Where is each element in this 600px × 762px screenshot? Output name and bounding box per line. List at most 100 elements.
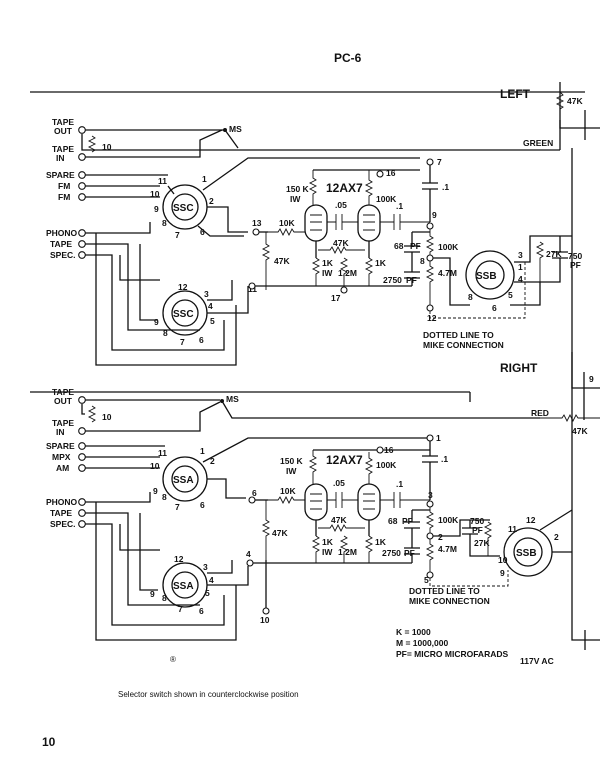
left-node-17: 17 — [331, 293, 341, 303]
right-tube-label: 12AX7 — [326, 453, 363, 467]
right-node-10: 10 — [260, 615, 270, 625]
right-c2750-label: 2750 — [382, 548, 401, 558]
svg-text:4: 4 — [518, 274, 523, 284]
left-r47k-grid-symbol — [261, 232, 271, 290]
left-input-spec-label: SPEC. — [50, 250, 76, 260]
right-r47m-label: 4.7M — [438, 544, 457, 554]
right-ms-label: MS — [226, 394, 239, 404]
right-spare-jack[interactable] — [78, 442, 86, 450]
right-tape-in-label-2: IN — [56, 427, 65, 437]
svg-text:10: 10 — [498, 555, 508, 565]
left-phono-jack[interactable] — [78, 229, 86, 237]
right-r100k-b-symbol — [425, 507, 435, 533]
left-input-phono-label: PHONO — [46, 228, 78, 238]
right-r150k-label: 150 K — [280, 456, 304, 466]
svg-text:SSA: SSA — [173, 581, 194, 592]
right-tape-in-jack[interactable] — [78, 427, 86, 435]
left-c2750-label: 2750 — [383, 275, 402, 285]
left-c68-label: 68 — [394, 241, 404, 251]
right-c1a-label: .1 — [396, 479, 403, 489]
left-spec-jack[interactable] — [78, 251, 86, 259]
svg-text:8: 8 — [162, 593, 167, 603]
legend-line-k: K = 1000 — [396, 627, 431, 637]
svg-text:4: 4 — [208, 301, 213, 311]
left-ms-label: MS — [229, 124, 242, 134]
left-wire-color-label: GREEN — [523, 138, 553, 148]
svg-text:3: 3 — [203, 562, 208, 572]
right-r150k-symbol — [308, 450, 318, 484]
right-c750-label: 750 — [470, 516, 484, 526]
right-r27k-label: 27K — [474, 538, 490, 548]
left-r1k-b-label: 1K — [375, 258, 387, 268]
right-input-spare-label: SPARE — [46, 441, 75, 451]
right-node-1: 1 — [436, 433, 441, 443]
svg-text:3: 3 — [518, 250, 523, 260]
right-tape-jack[interactable] — [78, 509, 86, 517]
left-c750-label: 750 — [568, 251, 582, 261]
svg-text:6: 6 — [492, 303, 497, 313]
left-r1k-a-label: 1K — [322, 258, 334, 268]
right-r10k-label: 10K — [280, 486, 296, 496]
left-input-spare-label: SPARE — [46, 170, 75, 180]
left-node-7: 7 — [437, 157, 442, 167]
svg-text:4: 4 — [209, 575, 214, 585]
right-node-6: 6 — [252, 488, 257, 498]
left-r27k-label: 27K — [546, 249, 562, 259]
right-spec-jack[interactable] — [78, 520, 86, 528]
left-node-16: 16 — [386, 168, 396, 178]
svg-text:8: 8 — [162, 492, 167, 502]
left-r47m-label: 4.7M — [438, 268, 457, 278]
svg-text:5: 5 — [205, 588, 210, 598]
left-tape-out-jack[interactable] — [78, 126, 86, 134]
right-phono-jack[interactable] — [78, 498, 86, 506]
left-tape-out-label-2: OUT — [54, 126, 73, 136]
right-tape-in-label-1: TAPE — [52, 418, 74, 428]
svg-text:9: 9 — [153, 486, 158, 496]
right-r47k-fb-label: 47K — [331, 515, 347, 525]
right-r100k-a-symbol — [364, 452, 374, 484]
svg-text:3: 3 — [204, 289, 209, 299]
left-r100k-a-label: 100K — [376, 194, 397, 204]
left-spare-jack[interactable] — [78, 171, 86, 179]
left-tape-in-label-1: TAPE — [52, 144, 74, 154]
left-c68-unit: PF — [410, 241, 421, 251]
svg-text:10: 10 — [150, 461, 160, 471]
svg-text:9: 9 — [154, 204, 159, 214]
right-c05-label: .05 — [333, 478, 345, 488]
left-node-13: 13 — [252, 218, 262, 228]
svg-text:SSA: SSA — [173, 475, 194, 486]
left-r150k-w-label: IW — [290, 194, 301, 204]
svg-text:SSC: SSC — [173, 203, 194, 214]
left-dotted-note-2: MIKE CONNECTION — [423, 340, 504, 350]
right-r47k-grid-symbol — [261, 500, 271, 560]
svg-text:6: 6 — [200, 227, 205, 237]
right-tape-out-jack[interactable] — [78, 396, 86, 404]
right-side-resistor-symbol — [540, 413, 600, 423]
svg-text:SSB: SSB — [516, 548, 537, 559]
svg-text:7: 7 — [175, 502, 180, 512]
right-r1k-a-label: 1K — [322, 537, 334, 547]
left-node-8: 8 — [420, 256, 425, 266]
svg-text:12: 12 — [526, 515, 536, 525]
right-tape-out-label-1: TAPE — [52, 387, 74, 397]
left-fm1-jack[interactable] — [78, 182, 86, 190]
left-tape-in-label-2: IN — [56, 153, 65, 163]
svg-text:12: 12 — [178, 282, 188, 292]
right-r12m-symbol — [339, 535, 349, 563]
legend: K = 1000 M = 1000,000 PF= MICRO MICROFAR… — [396, 627, 554, 666]
left-r10k-label: 10K — [279, 218, 295, 228]
right-r47k-grid-label: 47K — [272, 528, 288, 538]
right-mpx-jack[interactable] — [78, 453, 86, 461]
right-c1b-label: .1 — [441, 454, 448, 464]
svg-text:6: 6 — [199, 335, 204, 345]
left-tape-jack[interactable] — [78, 240, 86, 248]
right-am-jack[interactable] — [78, 464, 86, 472]
right-r100k-b-label: 100K — [438, 515, 459, 525]
left-r47k-fb-symbol — [318, 245, 365, 255]
left-tape-in-jack[interactable] — [78, 153, 86, 161]
left-fm2-jack[interactable] — [78, 193, 86, 201]
svg-text:1: 1 — [202, 174, 207, 184]
right-r1k-b-symbol — [364, 535, 374, 563]
right-node-3: 3 — [428, 490, 433, 500]
